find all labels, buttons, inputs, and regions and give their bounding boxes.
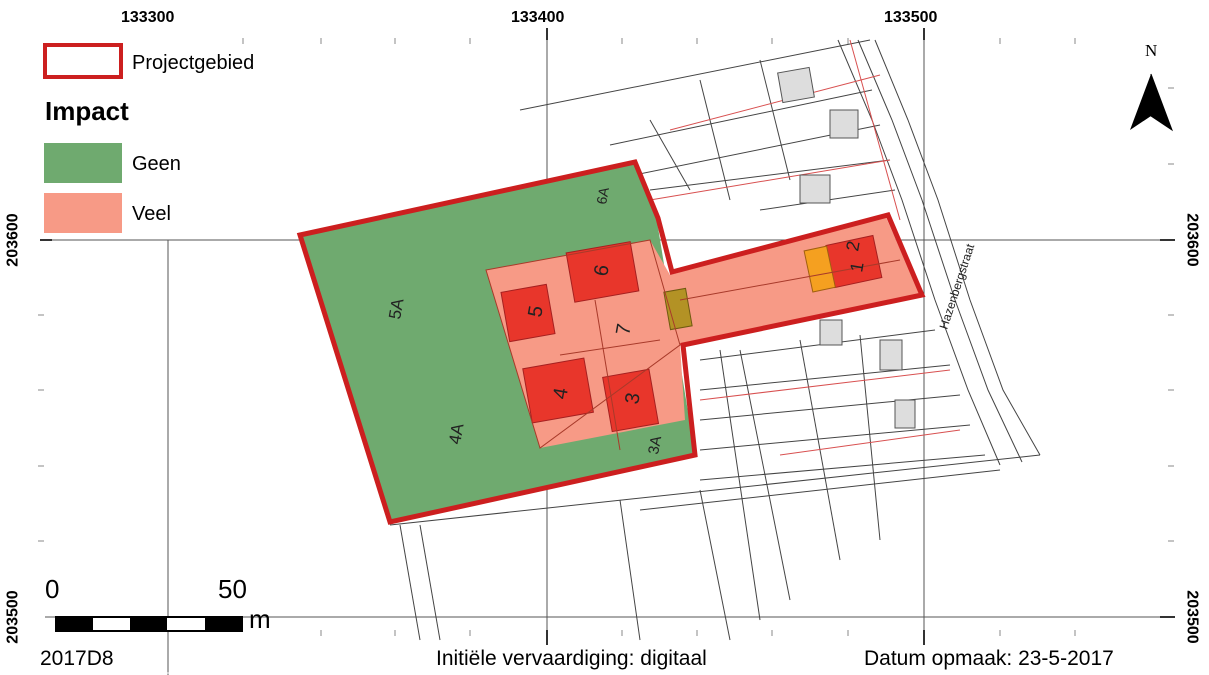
map-sheet-label: 2017D8 — [40, 647, 114, 670]
legend-title-impact: Impact — [45, 96, 129, 126]
lot-label-7: 7 — [612, 322, 636, 337]
grid-label-y-203500-right: 203500 — [1183, 590, 1201, 644]
lot-orange — [803, 245, 836, 293]
grid-ticks — [40, 28, 1175, 645]
lot-buildings — [500, 234, 883, 433]
parcel-label-5a: 5A — [385, 296, 407, 320]
date-label: Datum opmaak: 23-5-2017 — [864, 647, 1114, 670]
lot-boundaries — [485, 239, 901, 451]
cadastral-red-lines — [649, 39, 961, 456]
grid-label-x-133500: 133500 — [884, 9, 938, 26]
lot-label-4: 4 — [549, 386, 573, 401]
legend-label-project: Projectgebied — [132, 52, 255, 74]
minor-ticks — [38, 38, 1174, 636]
parcel-label-3a: 3A — [645, 435, 665, 456]
north-arrow-icon — [1130, 73, 1174, 132]
legend-swatch-geen — [44, 143, 122, 183]
parcel-label-4a: 4A — [445, 421, 467, 445]
scale-label-start: 0 — [45, 574, 60, 604]
scale-label-unit: m — [249, 604, 271, 634]
legend-swatch-veel — [44, 193, 122, 233]
grid-label-y-203500-left: 203500 — [4, 590, 22, 644]
grid-label-x-133300: 133300 — [121, 9, 175, 26]
grid-label-y-203600-right: 203600 — [1183, 213, 1201, 267]
scale-label-end: 50 — [218, 574, 247, 604]
parcel-label-6a: 6A — [593, 185, 612, 205]
street-label: Hazenbergstraat — [937, 242, 978, 331]
lot-label-5: 5 — [524, 304, 548, 319]
lot-label-3: 3 — [621, 391, 645, 406]
legend-label-geen: Geen — [132, 153, 181, 175]
lot-label-2: 2 — [842, 239, 863, 252]
scale-bar — [55, 616, 243, 632]
north-label: N — [1145, 41, 1158, 60]
project-boundary[interactable] — [296, 159, 926, 525]
creation-label: Initiële vervaardiging: digitaal — [436, 647, 707, 670]
legend-label-veel: Veel — [132, 203, 171, 225]
buildings-hatched — [777, 66, 916, 429]
lot-label-1: 1 — [846, 260, 867, 273]
grid-label-x-133400: 133400 — [511, 9, 565, 26]
lot-label-6: 6 — [590, 263, 614, 278]
legend-swatch-project — [43, 43, 123, 79]
grid-label-y-203600-left: 203600 — [4, 213, 22, 267]
